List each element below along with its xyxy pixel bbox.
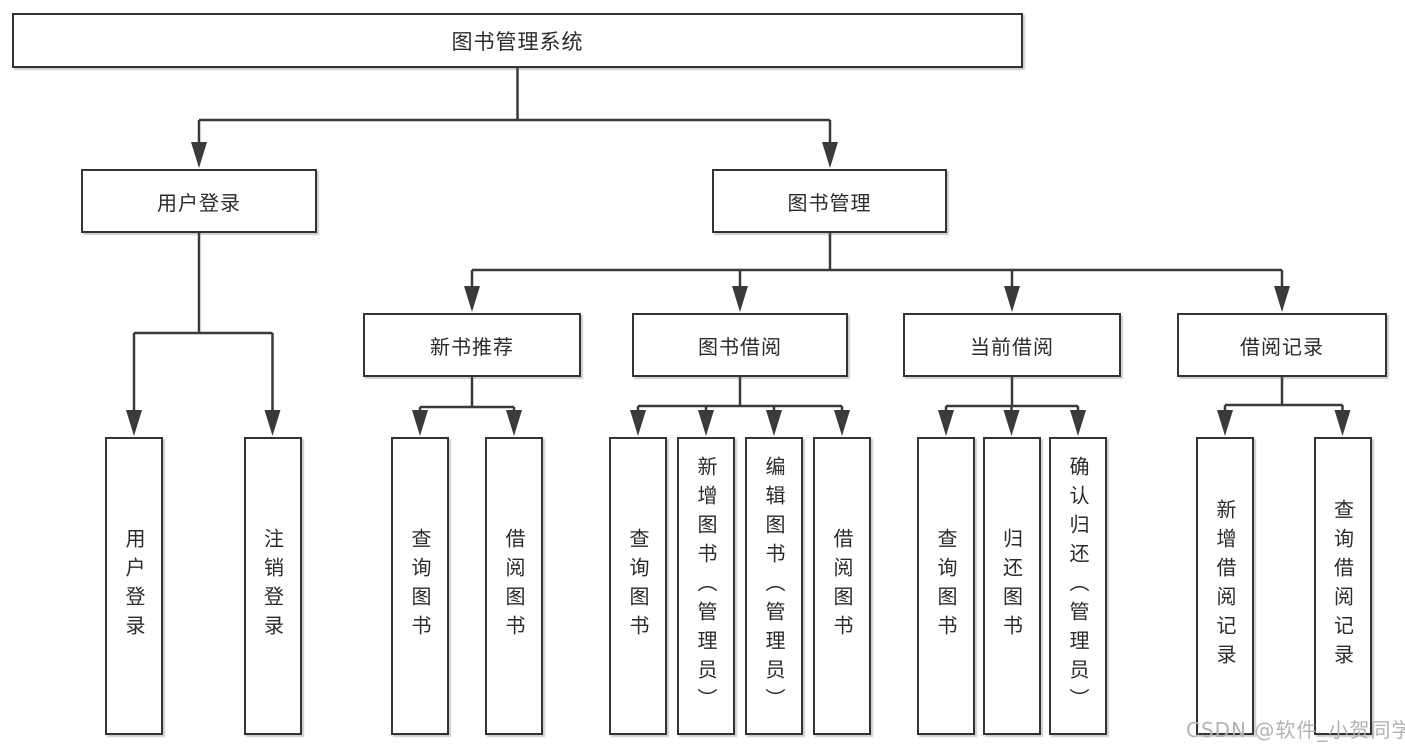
leaf-add-borrow-record-label: 新增借阅记录 [1213,499,1237,673]
leaf-add-borrow-record: 新增借阅记录 [1196,437,1254,735]
leaf-query-books-current: 查询图书 [917,437,975,735]
leaf-borrow-books-borrowing-label: 借阅图书 [830,528,854,644]
leaf-query-books-borrowing-label: 查询图书 [626,528,650,644]
arrowheads [126,142,1351,436]
node-new-book-recommendation-label: 新书推荐 [430,334,514,359]
leaf-borrow-books-recommend: 借阅图书 [485,437,543,735]
node-current-borrowing-label: 当前借阅 [970,334,1054,359]
leaf-edit-book-admin-label: 编辑图书（管理员） [762,455,786,717]
leaf-logout: 注销登录 [243,437,302,735]
node-current-borrowing: 当前借阅 [903,313,1121,377]
leaf-user-login-label: 用户登录 [122,528,146,644]
node-book-management-label: 图书管理 [787,190,872,215]
leaf-query-books-borrowing: 查询图书 [609,437,667,735]
csdn-watermark: CSDN @软件_小贺同学 [1186,718,1405,742]
leaf-add-book-admin-label: 新增图书（管理员） [694,455,718,717]
leaf-query-borrow-record-label: 查询借阅记录 [1330,499,1355,673]
node-borrowing-records-label: 借阅记录 [1240,334,1324,359]
node-book-borrowing-label: 图书借阅 [698,334,782,359]
leaf-query-books-recommend: 查询图书 [391,437,449,735]
leaf-query-borrow-record: 查询借阅记录 [1313,437,1372,735]
node-book-borrowing: 图书借阅 [632,313,848,377]
leaf-logout-label: 注销登录 [260,528,285,644]
leaf-query-books-recommend-label: 查询图书 [408,528,432,644]
leaf-add-book-admin: 新增图书（管理员） [677,437,735,735]
leaf-return-book: 归还图书 [982,437,1041,735]
leaf-confirm-return-admin-label: 确认归还（管理员） [1066,455,1090,717]
leaf-borrow-books-borrowing: 借阅图书 [813,437,871,735]
node-user-login: 用户登录 [81,169,317,233]
node-root: 图书管理系统 [12,13,1023,68]
leaf-borrow-books-recommend-label: 借阅图书 [502,528,526,644]
leaf-query-books-current-label: 查询图书 [934,528,958,644]
leaf-user-login: 用户登录 [105,437,163,735]
leaf-confirm-return-admin: 确认归还（管理员） [1049,437,1107,735]
leaf-return-book-label: 归还图书 [999,528,1024,644]
node-new-book-recommendation: 新书推荐 [363,313,581,377]
node-user-login-label: 用户登录 [157,190,241,215]
node-root-label: 图书管理系统 [451,29,584,54]
node-book-management: 图书管理 [712,169,947,233]
node-borrowing-records: 借阅记录 [1177,313,1387,377]
leaf-edit-book-admin: 编辑图书（管理员） [745,437,803,735]
